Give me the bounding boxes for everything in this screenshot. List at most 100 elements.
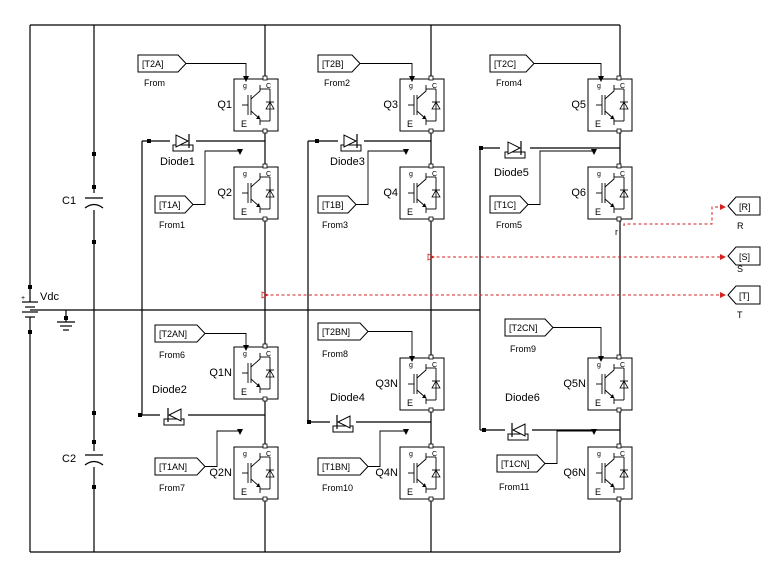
gate-terminal-label: g [597, 451, 601, 458]
from-block-name: From4 [496, 78, 522, 88]
from-block-from[interactable]: [T2A] From [137, 54, 249, 88]
from-tag-text: [T2CN] [509, 323, 538, 333]
clamp-diode1[interactable]: Diode1 [147, 134, 195, 168]
igbt-name-label: Q5N [563, 378, 586, 390]
collector-terminal-label: C [620, 171, 625, 178]
gate-terminal-label: g [409, 171, 413, 178]
igbt-name-label: Q2 [217, 187, 232, 199]
from-block-from5[interactable]: [T1C] From5 [489, 149, 597, 230]
from-block-name: From9 [510, 344, 536, 354]
from-block-from9[interactable]: [T2CN] From9 [504, 318, 604, 362]
collector-terminal-label: C [432, 83, 437, 90]
junctions [28, 152, 96, 489]
from-tag-text: [T2A] [142, 59, 164, 69]
from-tag-text: [T2B] [322, 59, 344, 69]
igbt-name-label: Q1 [217, 99, 232, 111]
igbt-name-label: Q1N [209, 367, 232, 379]
gate-terminal-label: g [597, 362, 601, 369]
diode-name-label: Diode6 [505, 392, 540, 404]
collector-terminal-label: C [266, 171, 271, 178]
emitter-terminal-label: E [595, 119, 601, 129]
emitter-terminal-label: E [241, 487, 247, 497]
emitter-terminal-label: E [407, 207, 413, 217]
from-block-from11[interactable]: [T1CN] From11 [496, 429, 597, 492]
clamp-diode6[interactable]: Diode6 [482, 392, 540, 441]
goto-block-t[interactable]: [T]T [727, 285, 761, 320]
igbt-name-label: Q3 [383, 99, 398, 111]
igbt-name-label: Q4N [375, 467, 398, 479]
collector-terminal-label: C [432, 171, 437, 178]
from-tag-text: [T1BN] [322, 462, 350, 472]
collector-terminal-label: C [432, 451, 437, 458]
from-block-name: From2 [324, 78, 350, 88]
goto-block-name: S [737, 264, 743, 274]
goto-tag-text: [R] [739, 202, 751, 212]
igbt-q3[interactable]: g C E Q3 [383, 75, 445, 134]
clamp-diode3[interactable]: Diode3 [315, 134, 365, 168]
igbt-q2[interactable]: g C E Q2 [217, 163, 279, 222]
from-block-name: From1 [159, 220, 185, 230]
goto-block-name: R [737, 221, 744, 231]
from-tag-text: [T2AN] [159, 329, 187, 339]
from-block-from3[interactable]: [T1B] From3 [317, 149, 409, 230]
static-label-group: Vdc C1 C2 r [40, 195, 618, 465]
emitter-terminal-label: E [595, 207, 601, 217]
igbt-name-label: Q5 [571, 99, 586, 111]
from-block-name: From5 [496, 220, 522, 230]
from-block-name: From11 [499, 482, 529, 492]
output-signal-lines [261, 204, 726, 299]
igbt-name-label: Q2N [209, 467, 232, 479]
diode-name-label: Diode2 [152, 384, 187, 396]
gate-terminal-label: g [243, 351, 247, 358]
from-block-from6[interactable]: [T2AN] From6 [154, 324, 249, 360]
from-block-from7[interactable]: [T1AN]From7 [154, 429, 243, 493]
goto-block-r[interactable]: [R] R [727, 196, 761, 231]
from-block-name: From3 [322, 220, 348, 230]
emitter-terminal-label: E [241, 119, 247, 129]
from-block-from4[interactable]: [T2C]From4 [489, 54, 604, 88]
from-block-name: From8 [322, 349, 348, 359]
from-block-from8[interactable]: [T2BN]From8 [317, 322, 415, 362]
gate-terminal-label: g [409, 83, 413, 90]
from-tag-text: [T1A] [159, 200, 181, 210]
diode-name-label: Diode5 [494, 167, 529, 179]
phase-r-port-label: r [615, 227, 618, 237]
emitter-terminal-label: E [595, 398, 601, 408]
gate-terminal-label: g [597, 83, 601, 90]
clamp-diode5[interactable]: Diode5 [479, 141, 529, 179]
c2-label: C2 [62, 453, 76, 465]
diode-name-label: Diode3 [330, 156, 365, 168]
emitter-terminal-label: E [241, 207, 247, 217]
from-block-name: From [144, 78, 165, 88]
clamp-diode2[interactable]: Diode2 [138, 384, 187, 426]
goto-tag-text: [S] [739, 252, 750, 262]
from-block-group: [T2A] From [T1A] From1 [T2AN] From6 [T1AN]From… [137, 54, 604, 493]
emitter-terminal-label: E [407, 119, 413, 129]
collector-terminal-label: C [266, 83, 271, 90]
from-block-from1[interactable]: [T1A] From1 [154, 149, 243, 230]
diode-name-label: Diode4 [330, 392, 365, 404]
from-tag-text: [T1CN] [501, 459, 530, 469]
from-block-name: From6 [159, 350, 185, 360]
collector-terminal-label: C [266, 451, 271, 458]
gate-terminal-label: g [243, 171, 247, 178]
clamp-diode4[interactable]: Diode4 [307, 392, 365, 433]
from-block-from10[interactable]: [T1BN]From10 [317, 429, 409, 493]
from-tag-text: [T1B] [322, 200, 344, 210]
from-block-from2[interactable]: [T2B] From2 [317, 54, 415, 88]
goto-block-s[interactable]: [S] S [727, 246, 761, 274]
from-tag-text: [T1C] [494, 200, 516, 210]
